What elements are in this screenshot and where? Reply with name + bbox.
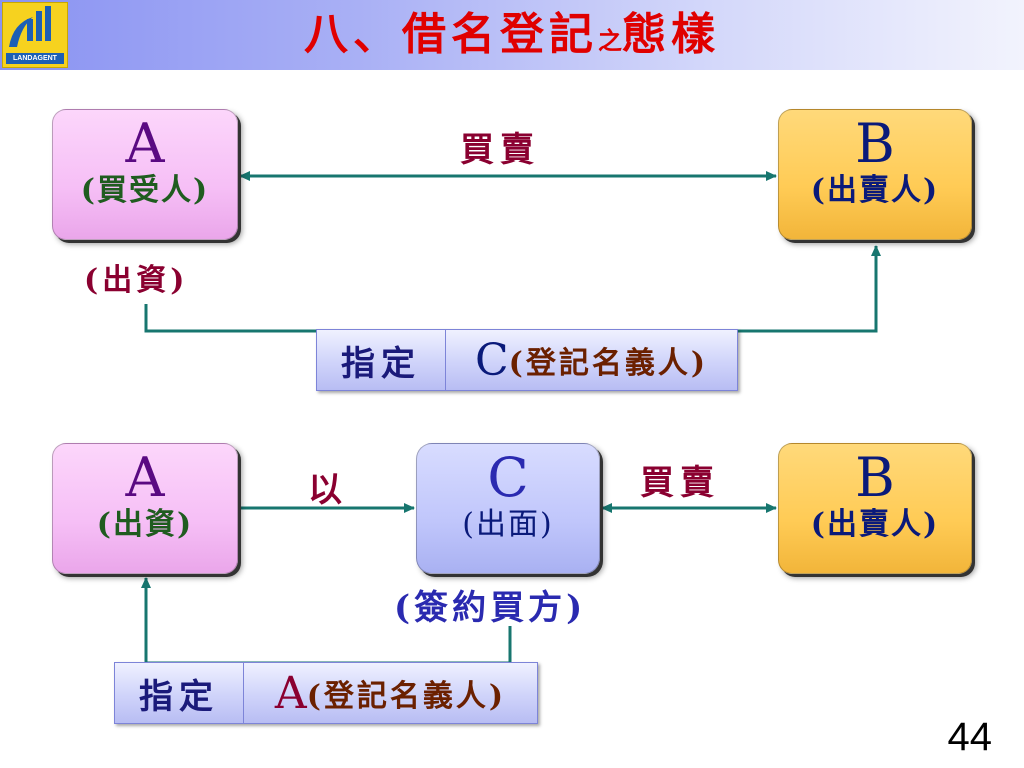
lower-tag-value: A(登記名義人) <box>244 663 537 723</box>
title-end: 態樣 <box>622 9 720 60</box>
lower-box-c-note: (簽約買方) <box>394 588 587 628</box>
upper-box-a-letter: A <box>125 112 165 175</box>
upper-box-b-role: (出賣人) <box>810 173 940 208</box>
title-main: 八、借名登記 <box>304 9 598 60</box>
lower-box-a-letter: A <box>125 446 165 509</box>
upper-box-a-role: (買受人) <box>80 173 210 208</box>
header-bar: LANDAGENT 八、借名登記之態樣 <box>0 0 1024 70</box>
logo-text: LANDAGENT <box>6 53 64 64</box>
company-logo: LANDAGENT <box>2 2 68 68</box>
upper-box-a: A (買受人) <box>52 109 238 240</box>
upper-tag-rest: (登記名義人) <box>508 346 709 381</box>
upper-box-a-note: (出資) <box>84 263 189 298</box>
lower-box-b-role: (出賣人) <box>810 507 940 542</box>
lower-tag-letter: A <box>274 667 307 719</box>
lower-box-c-letter: C <box>487 446 529 509</box>
upper-designation-tag: 指定 C(登記名義人) <box>316 329 738 391</box>
lower-tag-designate: 指定 <box>115 663 244 723</box>
upper-designate-arrow <box>144 245 881 333</box>
lower-box-b-letter: B <box>855 446 895 509</box>
page-number: 44 <box>947 715 993 759</box>
lower-via-label: 以 <box>308 470 346 510</box>
lower-box-a-role: (出資) <box>96 507 194 542</box>
upper-tag-value: C(登記名義人) <box>446 330 737 390</box>
upper-tag-designate: 指定 <box>317 330 446 390</box>
page-title: 八、借名登記之態樣 <box>0 8 1024 68</box>
upper-box-b-letter: B <box>855 112 895 175</box>
upper-trade-label: 買賣 <box>460 130 540 170</box>
lower-box-a: A (出資) <box>52 443 238 574</box>
logo-graph-icon <box>9 6 51 47</box>
lower-box-b: B (出賣人) <box>778 443 972 574</box>
upper-tag-letter: C <box>474 334 509 386</box>
upper-box-b: B (出賣人) <box>778 109 972 240</box>
title-small: 之 <box>598 26 622 55</box>
lower-box-c: C (出面) <box>416 443 600 574</box>
lower-tag-rest: (登記名義人) <box>306 679 507 714</box>
lower-box-c-role: (出面) <box>462 507 554 542</box>
lower-trade-label: 買賣 <box>640 463 720 503</box>
lower-designation-tag: 指定 A(登記名義人) <box>114 662 538 724</box>
